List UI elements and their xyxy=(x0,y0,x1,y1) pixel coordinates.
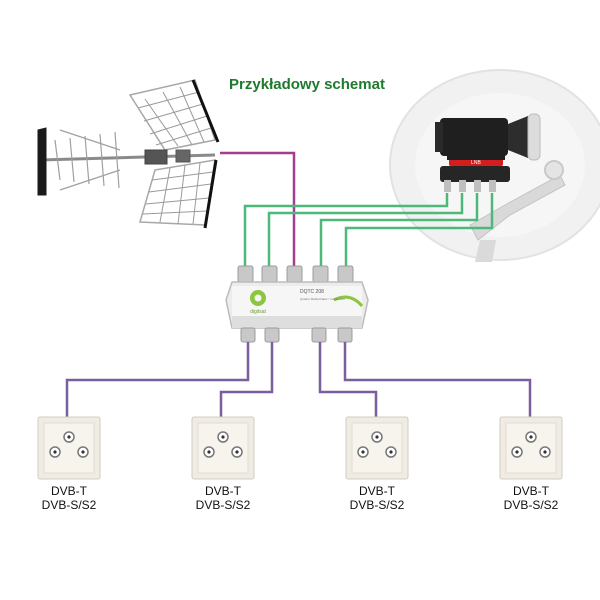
wall-socket-outlet-2 xyxy=(191,416,255,480)
multiswitch-model: DQTC 208 xyxy=(300,289,324,295)
multiswitch-icon: digitsat DQTC 208 Quattro Multischalter … xyxy=(225,265,369,343)
wall-socket-outlet-1 xyxy=(37,416,101,480)
outlet-label-4: DVB-T DVB-S/S2 xyxy=(476,484,586,512)
satellite-dish-lnb-icon: LNB xyxy=(389,69,600,262)
terrestrial-cable xyxy=(220,151,296,266)
outlet-1-line2: DVB-S/S2 xyxy=(41,498,97,512)
outlet-label-1: DVB-T DVB-S/S2 xyxy=(14,484,124,512)
outlet-label-3: DVB-T DVB-S/S2 xyxy=(322,484,432,512)
svg-text:LNB: LNB xyxy=(471,160,481,166)
wall-socket-outlet-3 xyxy=(345,416,409,480)
multiswitch-subtitle: Quattro Multischalter / multiswitch xyxy=(300,297,345,301)
outlet-cables xyxy=(65,342,532,418)
outlet-3-line2: DVB-S/S2 xyxy=(349,498,405,512)
outlet-label-2: DVB-T DVB-S/S2 xyxy=(168,484,278,512)
wall-socket-outlet-4 xyxy=(499,416,563,480)
outlet-4-line2: DVB-S/S2 xyxy=(503,498,559,512)
outlet-2-line2: DVB-S/S2 xyxy=(195,498,251,512)
outlet-2-line1: DVB-T xyxy=(205,484,241,498)
multiswitch-brand: digitsat xyxy=(250,309,266,315)
diagram-title: Przykładowy schemat xyxy=(229,76,385,93)
outlet-3-line1: DVB-T xyxy=(359,484,395,498)
terrestrial-antenna-icon xyxy=(37,79,220,229)
outlet-1-line1: DVB-T xyxy=(51,484,87,498)
satellite-cables xyxy=(243,193,494,266)
outlet-4-line1: DVB-T xyxy=(513,484,549,498)
